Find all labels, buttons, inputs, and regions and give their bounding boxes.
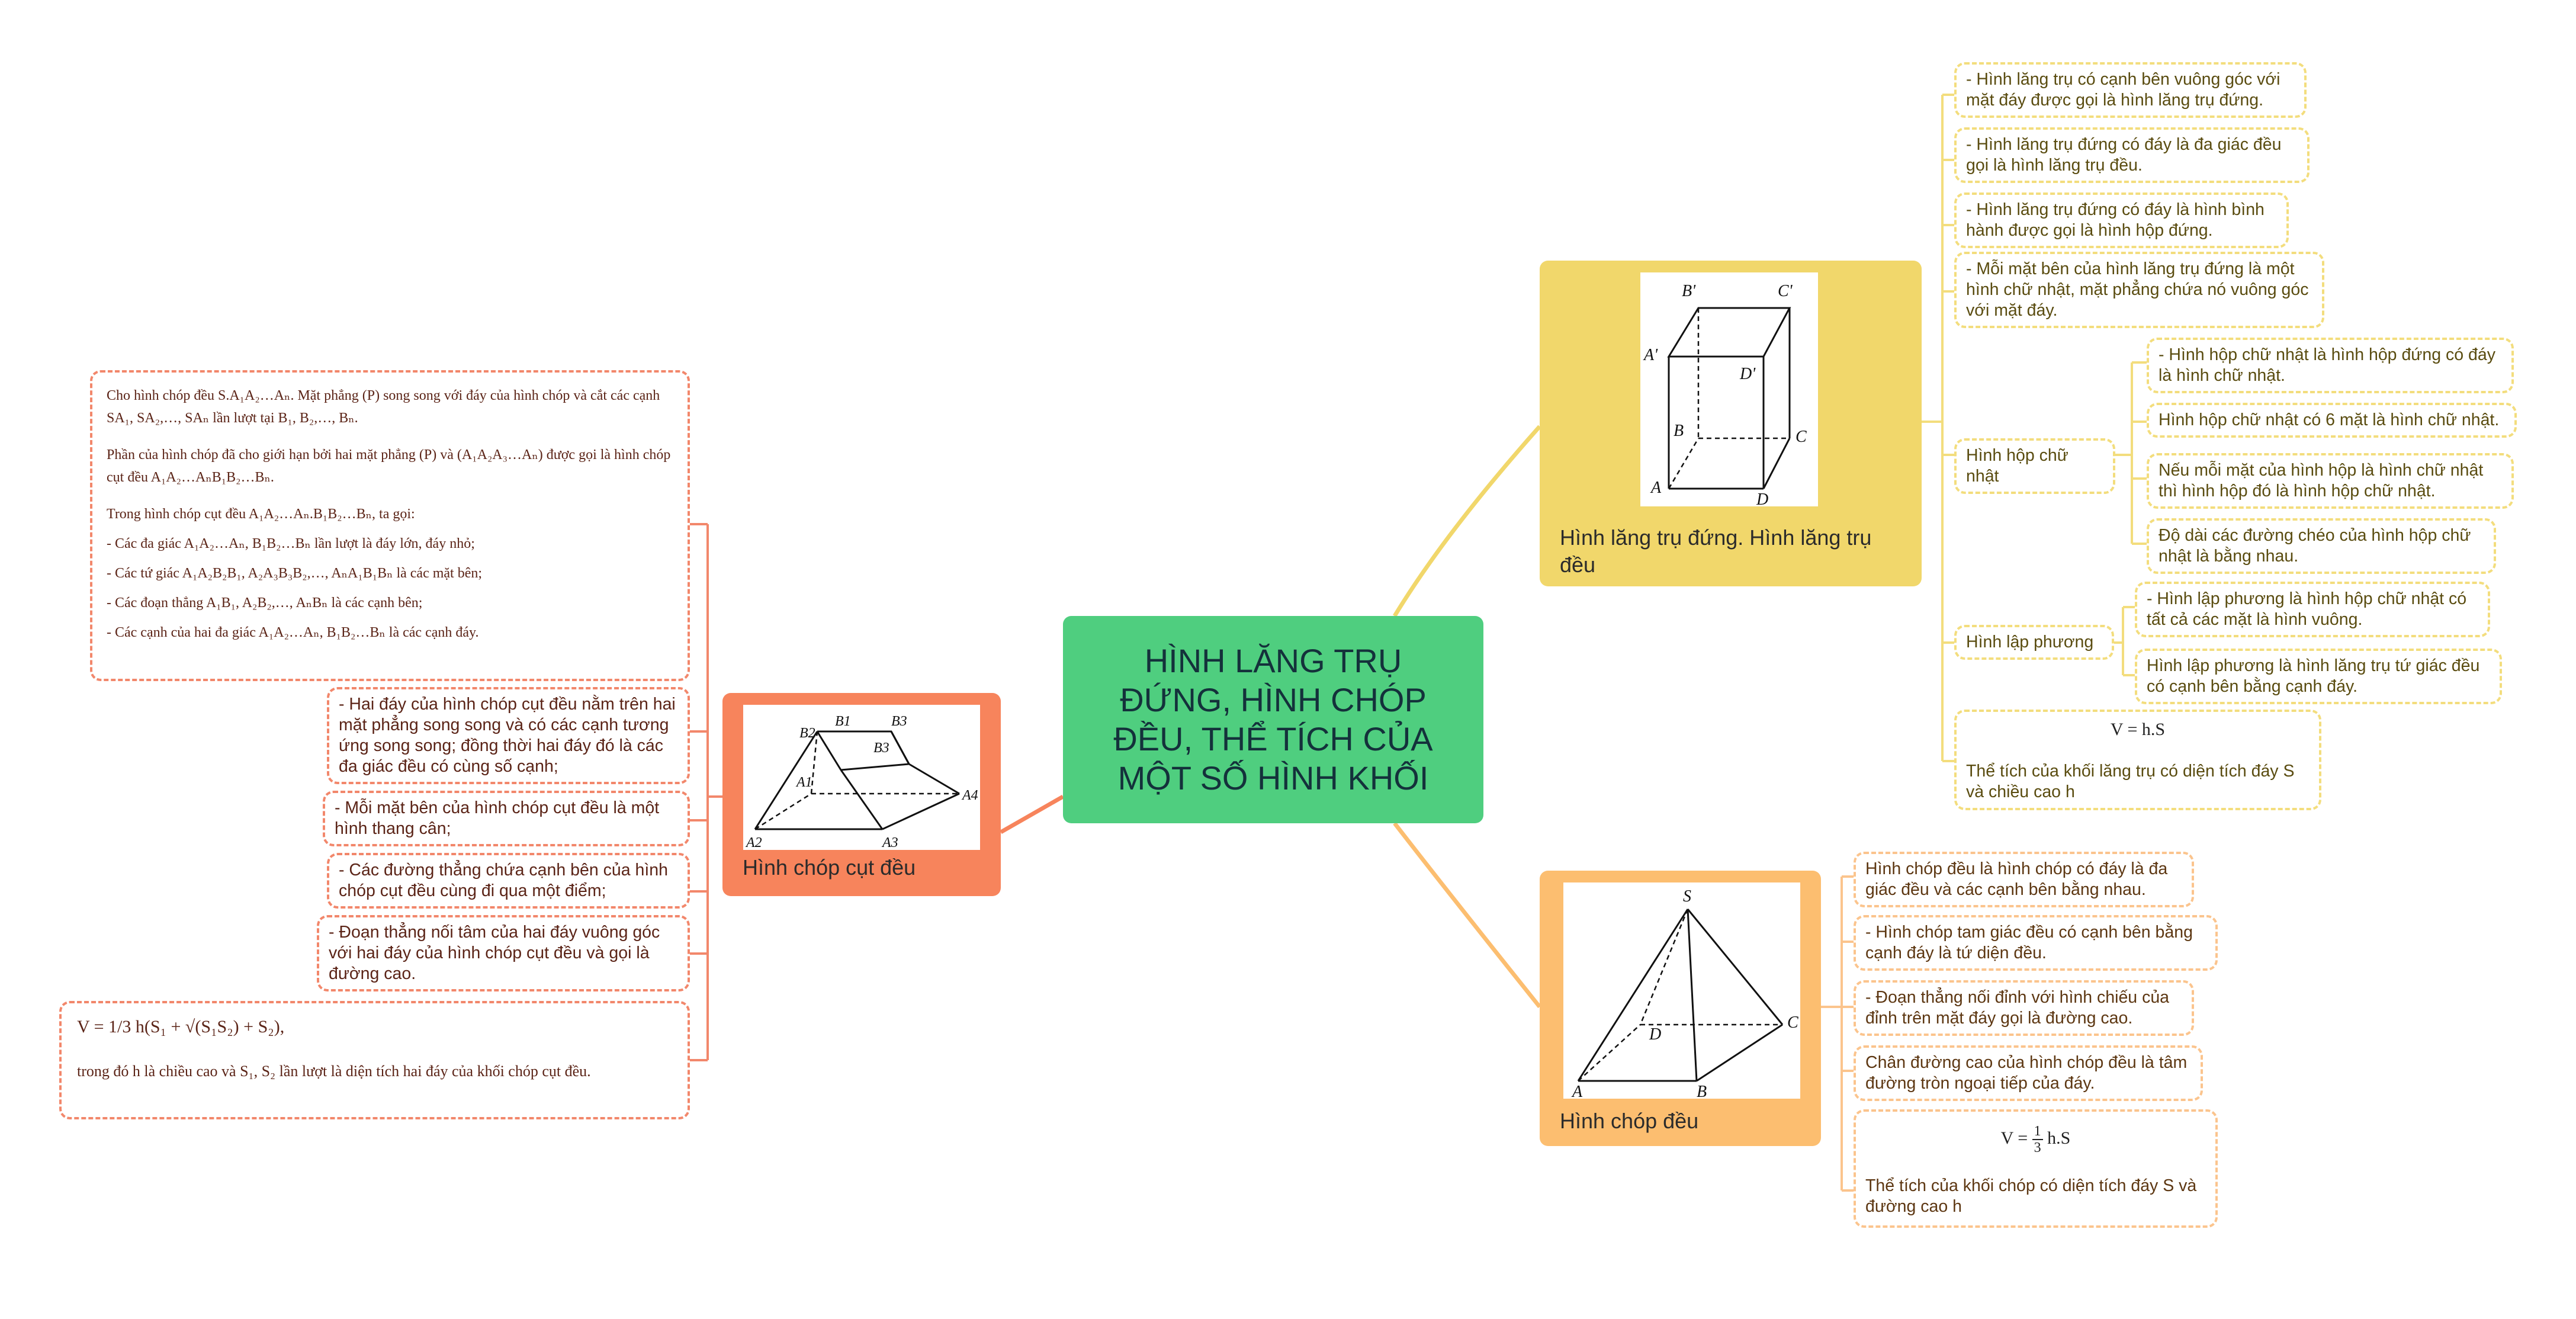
frustum-volume[interactable]: V = 1/3 h(S₁ + √(S₁S₂) + S₂), trong đó h… <box>59 1001 690 1119</box>
central-topic: HÌNH LĂNG TRỤ ĐỨNG, HÌNH CHÓP ĐỀU, THỂ T… <box>1063 616 1483 823</box>
def-line-1: Cho hình chóp đều S.A₁A₂…Aₙ. Mặt phẳng (… <box>107 388 660 426</box>
def-line-3: Trong hình chóp cụt đều A₁A₂…Aₙ.B₁B₂…Bₙ,… <box>107 506 415 522</box>
label-D: D <box>1649 1025 1661 1044</box>
def-line-4: - Các đa giác A₁A₂…Aₙ, B₁B₂…Bₙ lần lượt … <box>107 536 475 551</box>
prism-volume[interactable]: V = h.S Thể tích của khối lăng trụ có di… <box>1954 710 2321 810</box>
label-A3: A3 <box>881 835 898 850</box>
prism-label: Hình lăng trụ đứng. Hình lăng trụ đều <box>1560 525 1872 577</box>
pyramid-leaf-1[interactable]: Hình chóp đều là hình chóp có đáy là đa … <box>1854 852 2194 907</box>
cube-item-1[interactable]: - Hình lập phương là hình hộp chữ nhật c… <box>2135 582 2490 637</box>
label-D: D <box>1756 490 1768 506</box>
label-A1: A' <box>1643 346 1658 364</box>
label-C1: C' <box>1778 282 1793 300</box>
label-B: B <box>1697 1083 1707 1099</box>
label-B1: B1 <box>835 714 851 729</box>
label-S: S <box>1683 887 1691 906</box>
label-D1: D' <box>1739 365 1756 383</box>
frustum-definition[interactable]: Cho hình chóp đều S.A₁A₂…Aₙ. Mặt phẳng (… <box>90 370 690 681</box>
label-B2: B2 <box>799 726 815 741</box>
prism-leaf-2[interactable]: - Hình lăng trụ đứng có đáy là đa giác đ… <box>1954 127 2310 183</box>
cube-node[interactable]: Hình lập phương <box>1954 625 2114 660</box>
branch-prism[interactable]: B' C' A' D' B C A D Hình lăng trụ đứng. … <box>1540 261 1922 586</box>
def-line-2: Phần của hình chóp đã cho giới hạn bởi h… <box>107 447 671 485</box>
prism-figure: B' C' A' D' B C A D <box>1640 272 1818 509</box>
pyramid-leaf-2[interactable]: - Hình chóp tam giác đều có cạnh bên bằn… <box>1854 915 2218 971</box>
prism-leaf-3[interactable]: - Hình lăng trụ đứng có đáy là hình bình… <box>1954 192 2289 248</box>
box-item-1[interactable]: - Hình hộp chữ nhật là hình hộp đứng có … <box>2147 338 2514 393</box>
frustum-leaf-2[interactable]: - Mỗi mặt bên của hình chóp cụt đều là m… <box>323 791 690 846</box>
def-line-6: - Các đoạn thẳng A₁B₁, A₂B₂,…, AₙBₙ là c… <box>107 595 423 611</box>
label-A4: A4 <box>961 788 978 803</box>
pyramid-label: Hình chóp đều <box>1560 1109 1699 1133</box>
label-B3b: B3 <box>873 740 889 756</box>
frustum-label: Hình chóp cụt đều <box>743 855 916 880</box>
prism-volume-formula: V = h.S <box>2110 720 2166 739</box>
box-item-2[interactable]: Hình hộp chữ nhật có 6 mặt là hình chữ n… <box>2147 403 2517 438</box>
label-C: C <box>1796 428 1807 446</box>
label-B: B <box>1674 422 1684 440</box>
box-item-3[interactable]: Nếu mỗi mặt của hình hộp là hình chữ nhậ… <box>2147 453 2514 509</box>
label-A2: A2 <box>745 835 762 850</box>
pyramid-leaf-4[interactable]: Chân đường cao của hình chóp đều là tâm … <box>1854 1045 2203 1101</box>
pyramid-volume-text: Thể tích của khối chóp có diện tích đáy … <box>1865 1176 2197 1216</box>
pyramid-leaf-3[interactable]: - Đoạn thẳng nối đỉnh với hình chiếu của… <box>1854 980 2194 1036</box>
cube-item-2[interactable]: Hình lập phương là hình lăng trụ tứ giác… <box>2135 649 2502 704</box>
prism-leaf-1[interactable]: - Hình lăng trụ có cạnh bên vuông góc vớ… <box>1954 62 2307 118</box>
prism-volume-text: Thể tích của khối lăng trụ có diện tích … <box>1966 762 2295 801</box>
label-A: A <box>1650 479 1662 497</box>
frustum-volume-formula: V = 1/3 h(S₁ + √(S₁S₂) + S₂), <box>77 1017 285 1036</box>
def-line-5: - Các tứ giác A₁A₂B₂B₁, A₂A₃B₃B₂,…, AₙA₁… <box>107 566 483 581</box>
label-C: C <box>1787 1013 1798 1032</box>
label-A1: A1 <box>795 775 812 790</box>
def-line-7: - Các cạnh của hai đa giác A₁A₂…Aₙ, B₁B₂… <box>107 625 479 640</box>
prism-leaf-4[interactable]: - Mỗi mặt bên của hình lăng trụ đứng là … <box>1954 252 2324 328</box>
box-node[interactable]: Hình hộp chữ nhật <box>1954 438 2115 494</box>
frustum-leaf-3[interactable]: - Các đường thẳng chứa cạnh bên của hình… <box>327 853 690 909</box>
frustum-leaf-4[interactable]: - Đoạn thẳng nối tâm của hai đáy vuông g… <box>317 915 690 991</box>
pyramid-volume[interactable]: V = 1 3 h.S Thể tích của khối chóp có di… <box>1854 1109 2218 1228</box>
label-B1: B' <box>1682 282 1696 300</box>
label-A: A <box>1571 1083 1583 1099</box>
branch-pyramid[interactable]: S A B C D Hình chóp đều <box>1540 871 1821 1146</box>
box-item-4[interactable]: Độ dài các đường chéo của hình hộp chữ n… <box>2147 518 2496 574</box>
frustum-figure: B1 B3 B2 B3 A1 A2 A3 A4 <box>743 705 980 851</box>
branch-frustum[interactable]: B1 B3 B2 B3 A1 A2 A3 A4 Hình chóp cụt đề… <box>722 693 1001 896</box>
pyramid-volume-formula: V = 1 3 h.S <box>2000 1124 2071 1156</box>
label-B3: B3 <box>891 714 907 729</box>
frustum-volume-text: trong đó h là chiều cao và S₁, S₂ lần lư… <box>77 1063 591 1080</box>
frustum-leaf-1[interactable]: - Hai đáy của hình chóp cụt đều nằm trên… <box>327 687 690 784</box>
pyramid-figure: S A B C D <box>1563 882 1800 1101</box>
